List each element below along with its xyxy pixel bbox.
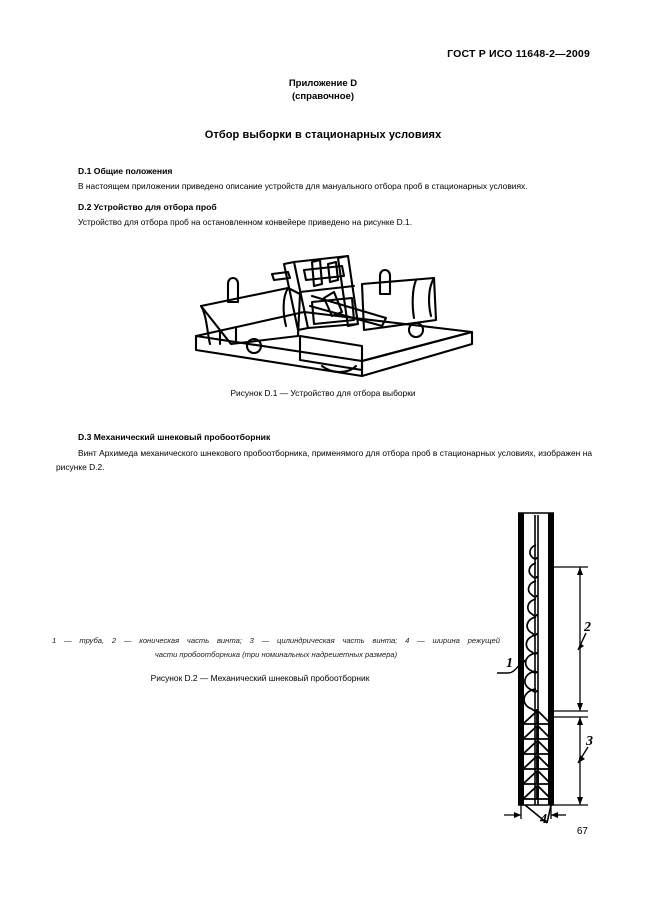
figure-d2-key: 1 — труба, 2 — коническая часть винта; 3… [52,634,500,662]
figure-d2-key-line-2: части пробоотборника (три номинальных на… [154,650,398,659]
figure-d1-drawing [194,254,474,378]
figure-d2-drawing: 1 2 3 4 [497,512,593,827]
section-body-d3: Винт Архимеда механического шнекового пр… [56,446,592,474]
section-heading-d3: D.3 Механический шнековый пробоотборник [78,432,271,442]
page-number: 67 [576,826,588,837]
annex-title: Приложение D [288,78,358,89]
annex-heading-block: Приложение D (справочное) [0,78,646,104]
figure-d2-callout-3: 3 [585,734,593,749]
section-body-d1: В настоящем приложении приведено описани… [56,179,592,193]
figure-d2-key-line-1: 1 — труба, 2 — коническая часть винта; 3… [52,636,500,645]
section-body-d2-text: Устройство для отбора проб на остановлен… [78,217,413,227]
annex-subtitle: (справочное) [291,90,355,102]
section-body-d2: Устройство для отбора проб на остановлен… [56,215,592,229]
section-heading-d2: D.2 Устройство для отбора проб [78,202,217,212]
figure-d2-caption: Рисунок D.2 — Механический шнековый проб… [150,673,370,683]
figure-d2-illustration: 1 2 3 4 [492,505,612,827]
running-head-standard-number: ГОСТ Р ИСО 11648-2—2009 [447,48,590,60]
figure-d2-callout-2: 2 [583,620,591,635]
figure-d1-illustration [176,240,486,382]
section-heading-d1: D.1 Общие положения [78,166,173,176]
figure-d2-callout-4: 4 [539,812,547,825]
page-title: Отбор выборки в стационарных условиях [204,129,442,141]
figure-d1-caption: Рисунок D.1 — Устройство для отбора выбо… [230,388,416,398]
figure-d2-callout-1: 1 [506,656,513,671]
section-body-d1-text: В настоящем приложении приведено описани… [78,181,528,191]
section-body-d3-text: Винт Архимеда механического шнекового пр… [56,448,592,472]
